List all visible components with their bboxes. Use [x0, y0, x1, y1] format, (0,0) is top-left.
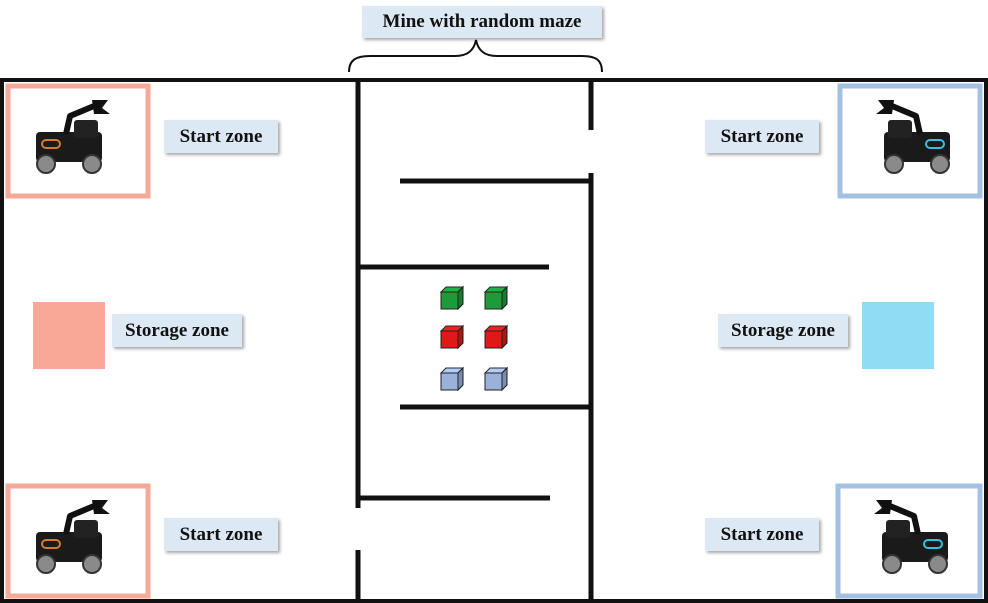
start-zone-top-right	[837, 83, 983, 199]
maze-title: Mine with random maze	[362, 6, 602, 38]
start-zone-label: Start zone	[705, 518, 819, 551]
robot-arm-vehicle-icon	[36, 100, 110, 173]
storage-zone-label: Storage zone	[718, 314, 848, 347]
cube-icon	[439, 324, 465, 350]
maze-brace	[348, 39, 603, 73]
storage-zone-label: Storage zone	[112, 314, 242, 347]
cube-icon	[439, 366, 465, 392]
storage-zone-left	[33, 302, 105, 369]
start-zone-label: Start zone	[705, 120, 819, 153]
cube-icon	[483, 285, 509, 311]
start-zone-top-left	[5, 83, 151, 199]
start-zone-label: Start zone	[164, 518, 278, 551]
robot-arm-vehicle-icon	[876, 100, 950, 173]
start-zone-label: Start zone	[164, 120, 278, 153]
cube-icon	[439, 285, 465, 311]
arena-border	[0, 78, 988, 603]
cube-icon	[483, 324, 509, 350]
cube-icon	[483, 366, 509, 392]
start-zone-bottom-left	[5, 483, 151, 599]
robot-arm-vehicle-icon	[36, 500, 110, 573]
maze-walls	[355, 80, 594, 601]
storage-zone-right	[862, 302, 934, 369]
robot-arm-vehicle-icon	[874, 500, 948, 573]
start-zone-bottom-right	[835, 483, 983, 599]
